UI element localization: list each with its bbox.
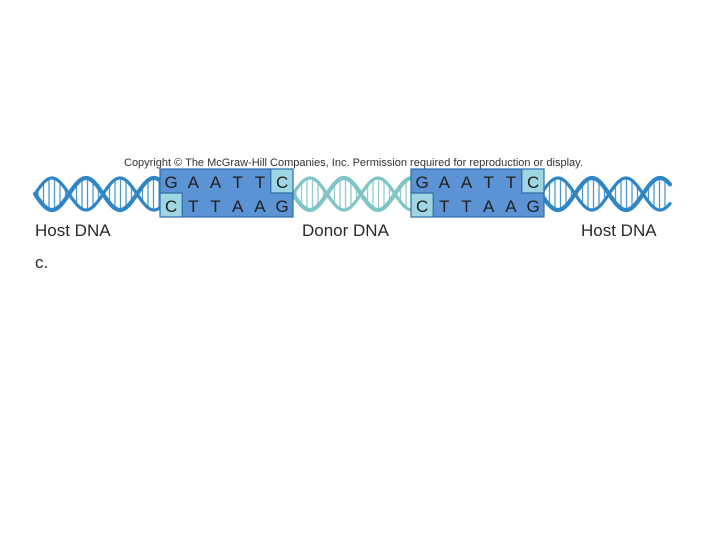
nucleotide-top: T: [233, 173, 243, 192]
site-top-dark: [411, 169, 522, 193]
copyright-notice: Copyright © The McGraw-Hill Companies, I…: [124, 157, 583, 169]
helix-strand: [32, 175, 163, 213]
helix-strand: [538, 175, 673, 213]
nucleotide-top: T: [506, 173, 516, 192]
helix-strand: [33, 176, 162, 212]
nucleotide-top: T: [255, 173, 265, 192]
nucleotide-bottom: T: [210, 197, 220, 216]
nucleotide-bottom: T: [439, 197, 449, 216]
nucleotide-top: T: [484, 173, 494, 192]
site-bottom-dark: [433, 193, 544, 217]
nucleotide-top: A: [439, 173, 451, 192]
nucleotide-top: G: [164, 173, 177, 192]
nucleotide-bottom: A: [483, 197, 495, 216]
nucleotide-bottom: A: [505, 197, 517, 216]
nucleotide-bottom: G: [275, 197, 288, 216]
part-label: c.: [35, 253, 49, 272]
nucleotide-top: A: [461, 173, 473, 192]
cut-line: [160, 169, 293, 217]
nucleotide-bottom: C: [416, 197, 428, 216]
host-dna-label-right: Host DNA: [581, 221, 657, 240]
nucleotide-bottom: C: [165, 197, 177, 216]
cut-line: [411, 169, 544, 217]
nucleotide-bottom: A: [254, 197, 266, 216]
helix-layer: [32, 175, 673, 213]
nucleotide-top: A: [188, 173, 200, 192]
nucleotide-top: C: [527, 173, 539, 192]
site-top-dark: [160, 169, 271, 193]
nucleotide-bottom: T: [188, 197, 198, 216]
nucleotide-bottom: G: [526, 197, 539, 216]
nucleotide-top: C: [276, 173, 288, 192]
donor-dna-label: Donor DNA: [302, 221, 389, 240]
helix-strand: [539, 176, 672, 212]
site-bottom-dark: [182, 193, 293, 217]
helix-strand: [291, 176, 414, 212]
nucleotide-top: A: [210, 173, 222, 192]
nucleotide-bottom: T: [461, 197, 471, 216]
donor-dna-helix: [290, 175, 415, 213]
nucleotide-bottom: A: [232, 197, 244, 216]
helix-strand: [290, 175, 415, 213]
host-dna-helix-right: [538, 175, 673, 213]
nucleotide-top: G: [415, 173, 428, 192]
host-dna-label-left: Host DNA: [35, 221, 111, 240]
host-dna-helix-left: [32, 175, 163, 213]
